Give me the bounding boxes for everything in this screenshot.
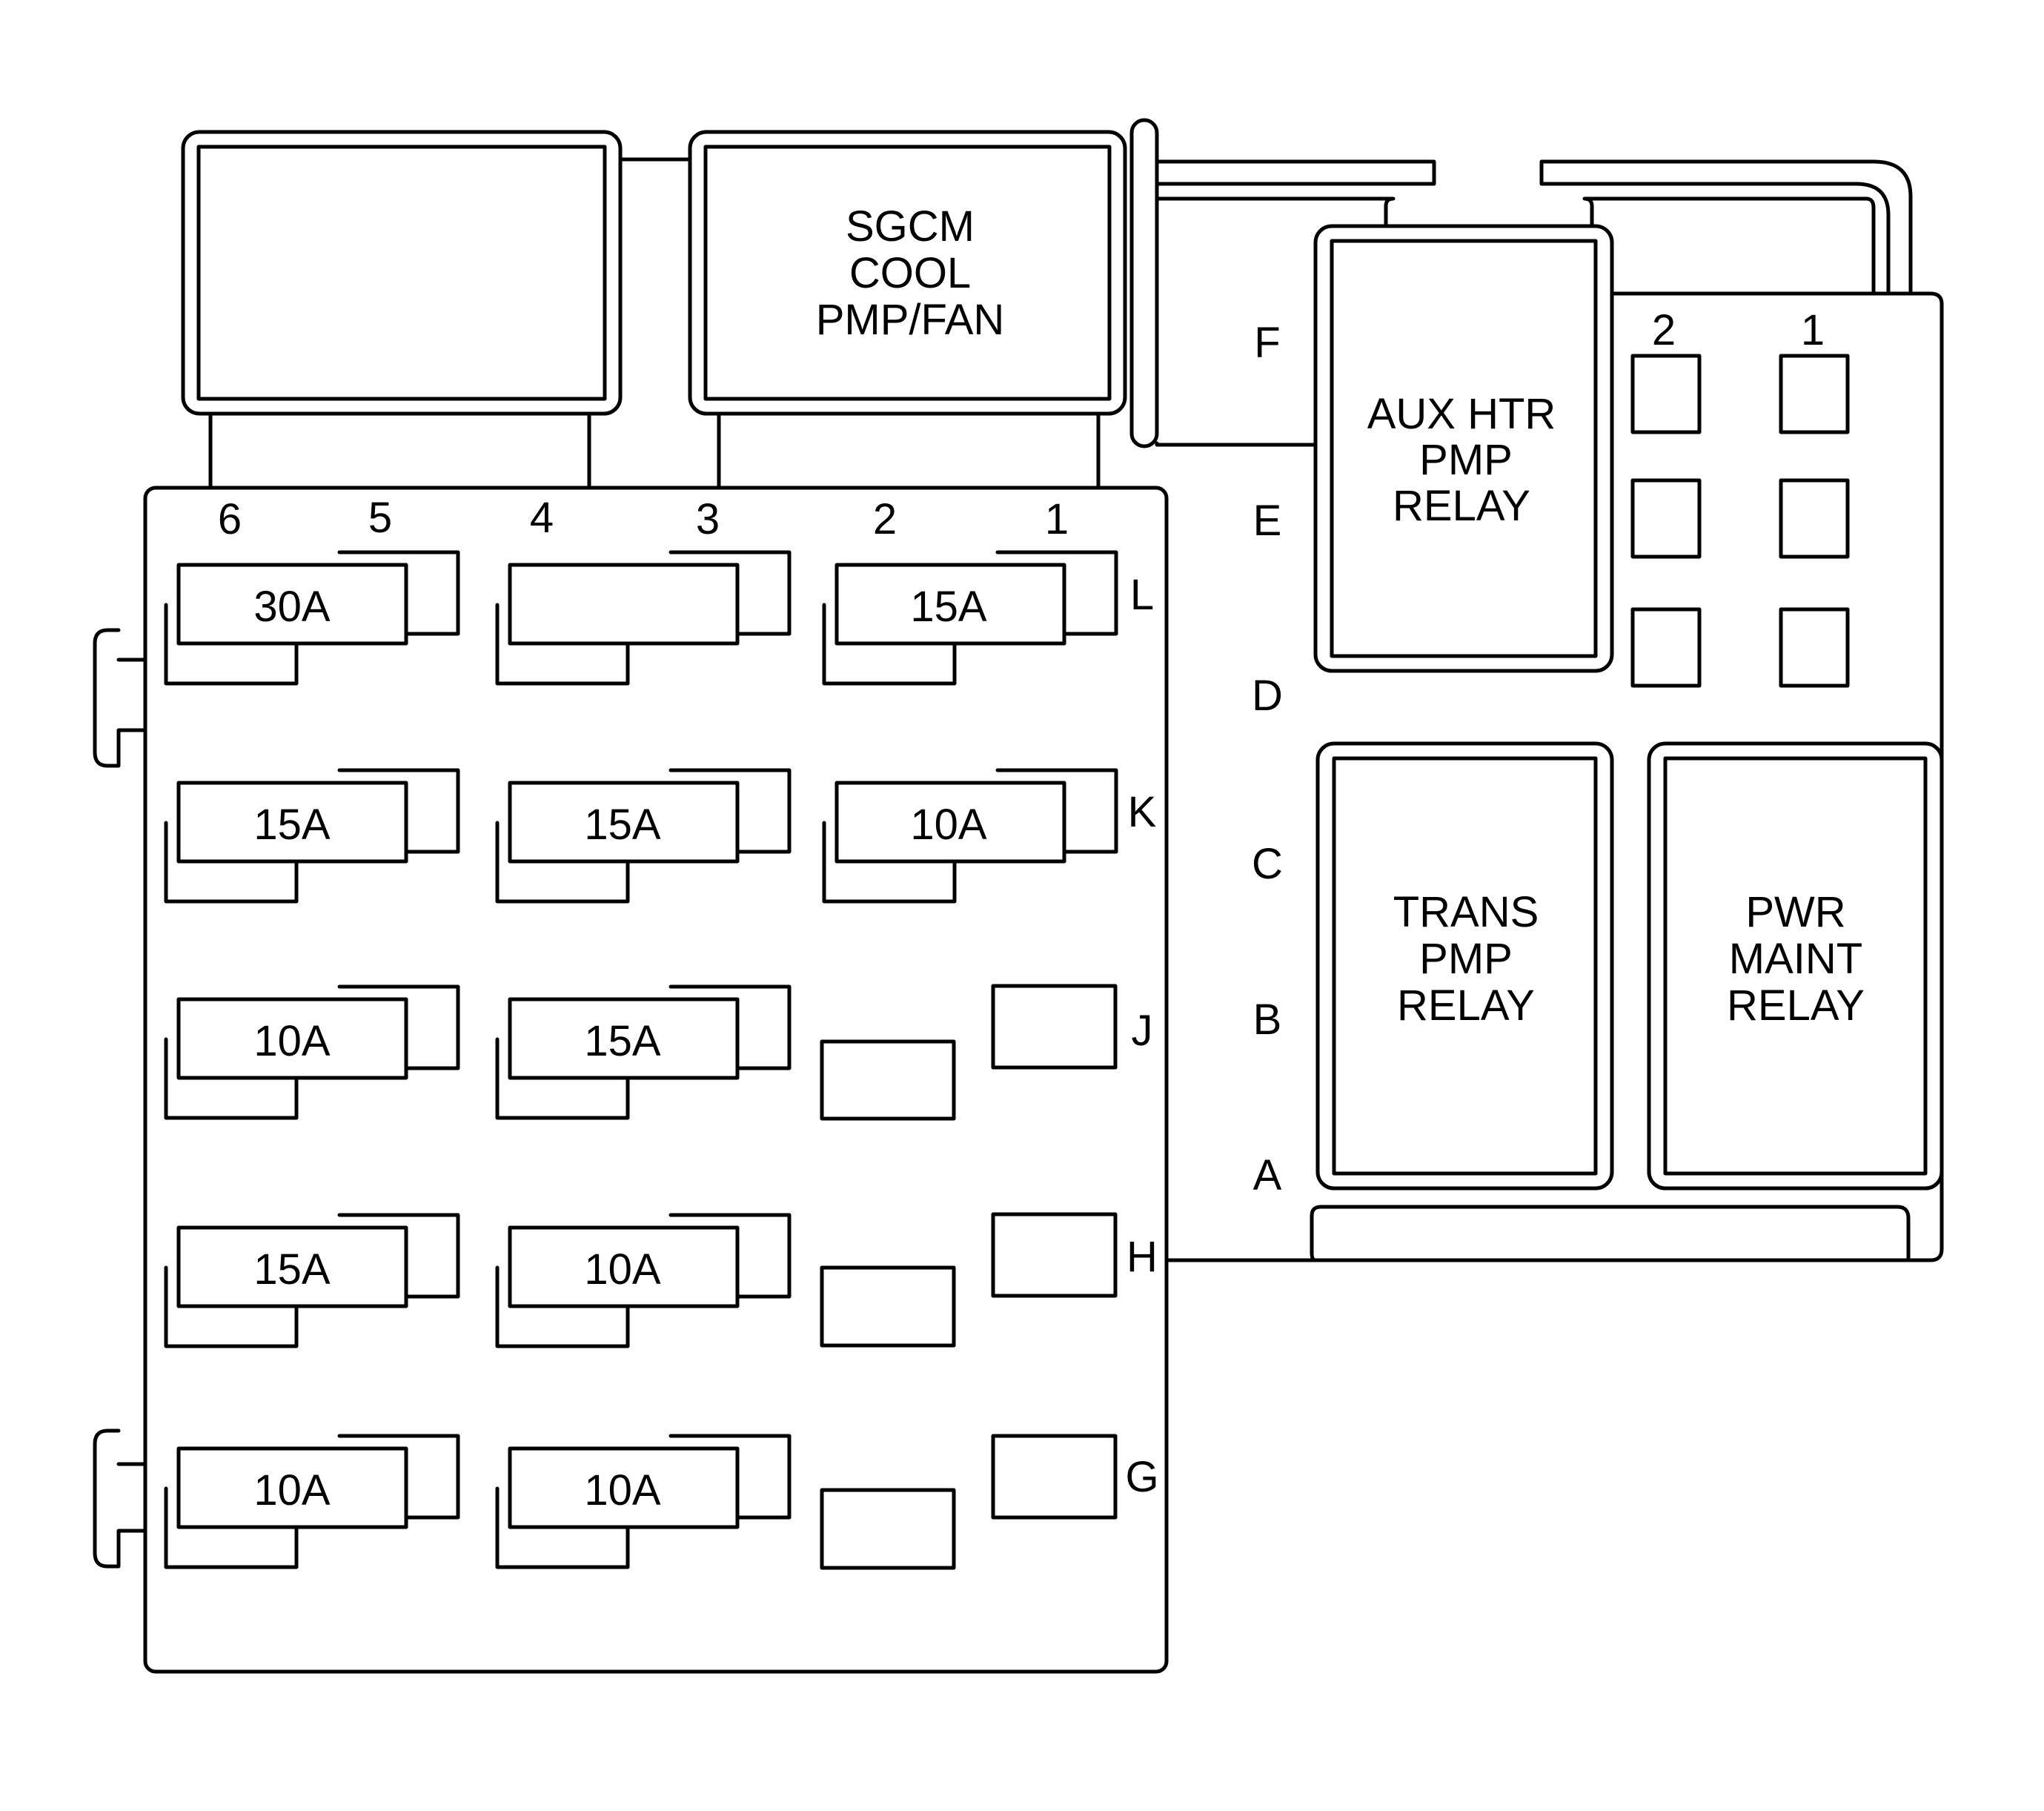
row-label-K: K (1128, 788, 1157, 836)
fuse-label: 10A (584, 1466, 661, 1514)
fuse-H6-5: 15A (164, 1213, 460, 1348)
fuse-label: 10A (253, 1466, 331, 1514)
column-label-6: 6 (218, 495, 242, 543)
aux-htr-label-line3: RELAY (1393, 482, 1530, 530)
mini-socket (1779, 607, 1850, 688)
sgcm-label-line3: PMP/FAN (816, 296, 1005, 344)
column-label-3: 3 (696, 495, 720, 543)
relay-trans: TRANS PMP RELAY (1315, 741, 1614, 1191)
fuse-K4-3: 15A (495, 768, 792, 904)
fuse-G4-3: 10A (495, 1434, 792, 1569)
fuse-label: 15A (253, 1245, 331, 1294)
row-label-L: L (1130, 571, 1154, 619)
fuse-label: 10A (584, 1245, 661, 1294)
mini-socket (1630, 607, 1702, 688)
fuse-slot-G1 (991, 1434, 1118, 1520)
fuse-slot-H2 (820, 1265, 956, 1348)
fuse-J4-3: 15A (495, 984, 792, 1120)
trans-label-line2: PMP (1419, 935, 1513, 983)
pwr-maint-label-line2: MAINT (1729, 935, 1862, 983)
trans-label-line1: TRANS (1393, 888, 1539, 936)
column-label-4: 4 (530, 494, 554, 542)
row-label-H: H (1126, 1233, 1158, 1281)
fuse-slot-G2 (820, 1488, 956, 1570)
fuse-label: 15A (584, 801, 661, 849)
mini-socket (1630, 478, 1702, 559)
relay-aux-htr: AUX HTR PMP RELAY (1313, 224, 1614, 673)
fuse-L2-1: 15A (822, 550, 1118, 686)
mini-column-label-1: 1 (1801, 306, 1825, 354)
fuse-label: 15A (253, 801, 331, 849)
fuse-block-housing (143, 486, 1169, 1674)
fuse-column-labels: 6 5 4 3 2 1 (218, 494, 1069, 543)
fuse-J6-5: 10A (164, 984, 460, 1120)
sgcm-label-line2: COOL (849, 249, 971, 297)
relay-row-labels: F E D C B A (1252, 319, 1283, 1199)
row-label-F: F (1254, 319, 1280, 367)
fuse-slot-J1 (991, 984, 1118, 1070)
fuse-label: 10A (253, 1017, 331, 1065)
fuse-K6-5: 15A (164, 768, 460, 904)
fuse-label: 15A (584, 1017, 661, 1065)
row-label-C: C (1252, 840, 1283, 888)
aux-htr-label-line1: AUX HTR (1367, 390, 1556, 438)
pwr-maint-label-line1: PWR (1745, 888, 1845, 936)
aux-htr-label-line2: PMP (1419, 436, 1513, 484)
fuse-H4-3: 10A (495, 1213, 792, 1348)
pwr-maint-label-line3: RELAY (1727, 981, 1865, 1030)
fuse-L4-3 (495, 550, 792, 686)
fuse-G6-5: 10A (164, 1434, 460, 1569)
top-relay-left (181, 130, 623, 490)
mini-socket-grid: 2 1 (1630, 306, 1850, 688)
mini-socket (1779, 354, 1850, 434)
column-label-2: 2 (873, 495, 897, 543)
row-label-J: J (1132, 1007, 1153, 1055)
row-label-G: G (1125, 1453, 1158, 1501)
top-relay-sgcm: SGCM COOL PMP/FAN (688, 130, 1127, 490)
left-clip-upper (93, 628, 147, 768)
column-label-5: 5 (368, 494, 392, 542)
sgcm-label-line1: SGCM (846, 202, 975, 251)
fuse-label: 30A (253, 583, 331, 631)
fuse-slot-H1 (991, 1212, 1118, 1298)
mini-socket (1630, 354, 1702, 434)
trans-label-line3: RELAY (1397, 981, 1535, 1030)
fuse-K2-1: 10A (822, 768, 1118, 904)
fuse-label: 10A (910, 801, 987, 849)
fuse-slot-J2 (820, 1039, 956, 1121)
column-label-1: 1 (1045, 495, 1069, 543)
mini-socket (1779, 478, 1850, 559)
fuse-row-labels: L K J H G (1125, 571, 1158, 1501)
left-clip-lower (93, 1428, 147, 1569)
row-label-A: A (1253, 1151, 1282, 1199)
connector-wiring (1129, 118, 1913, 448)
mini-column-label-2: 2 (1652, 306, 1676, 354)
relay-pwr-maint: PWR MAINT RELAY (1647, 741, 1944, 1191)
row-label-D: D (1252, 672, 1283, 720)
row-label-E: E (1253, 497, 1282, 545)
fuse-label: 15A (910, 583, 987, 631)
fuse-L6-5: 30A (164, 550, 460, 686)
row-label-B: B (1253, 996, 1282, 1044)
